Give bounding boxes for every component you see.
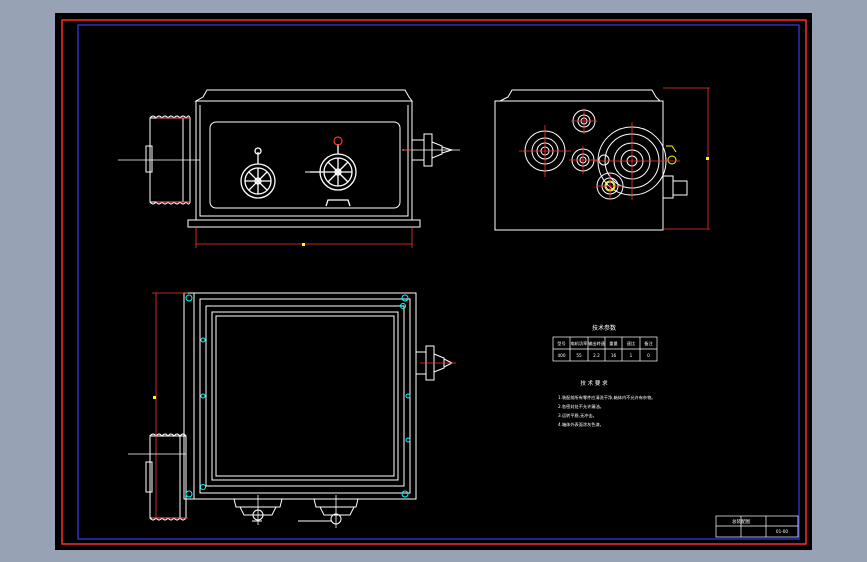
handwheel-icon — [240, 147, 276, 199]
table-cell: 0 — [647, 353, 650, 358]
top-centerlines — [128, 453, 337, 528]
table-cell: 2.2 — [593, 353, 600, 358]
table-header-cell: 输出转速 — [588, 340, 606, 347]
table-header-cell: 速比 — [627, 340, 635, 347]
outer-border — [61, 19, 807, 545]
inner-border — [77, 24, 800, 540]
title-block: 总装配图 01-00 — [715, 515, 799, 538]
table-cell: 1 — [630, 353, 633, 358]
table-header-cell: 重量 — [609, 340, 617, 347]
table-header-cell: 备注 — [644, 340, 653, 347]
table-cell: 16 — [611, 353, 617, 358]
top-dimensions — [152, 292, 456, 519]
table-cell: 400 — [558, 353, 566, 358]
drawing-number: 01-00 — [776, 529, 789, 534]
table-header-cell: 型号 — [557, 340, 565, 347]
parameter-table: 技术参数 型号 电机功率 输出转速 重量 速比 备注 400 55 2.2 16… — [552, 324, 658, 362]
note-line: 3.运转平稳,无冲击。 — [558, 412, 597, 419]
notes-title: 技 术 要 求 — [580, 379, 608, 387]
table-title: 技术参数 — [592, 324, 616, 332]
drawing-sheet — [55, 13, 812, 550]
technical-notes: 技 术 要 求 1.装配前所有零件应清洗干净,箱体内不允许有杂物。 2.各密封处… — [558, 379, 655, 428]
table-cell: 55 — [576, 353, 582, 358]
note-line: 2.各密封处不允许漏油。 — [558, 403, 604, 410]
note-line: 1.装配前所有零件应清洗干净,箱体内不允许有杂物。 — [558, 394, 655, 401]
bolt-icon — [185, 294, 411, 498]
side-centerlines — [519, 87, 710, 230]
side-view — [494, 89, 688, 231]
handwheel-icon — [310, 144, 357, 207]
table-header-cell: 电机功率 — [571, 340, 588, 347]
note-line: 4.箱体外表面涂灰色漆。 — [558, 421, 604, 428]
drawing-name: 总装配图 — [732, 518, 750, 525]
